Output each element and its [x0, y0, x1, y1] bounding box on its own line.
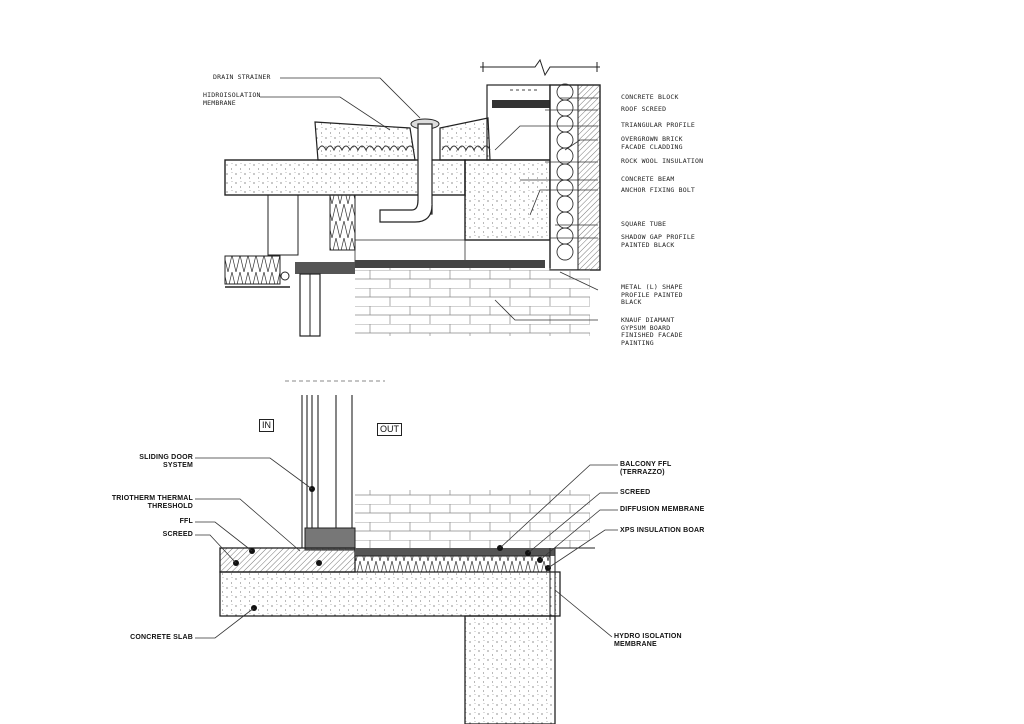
in-marker: IN	[259, 419, 274, 432]
label-screed-left: Screed	[162, 531, 193, 538]
label-concrete-beam: Concrete beam	[621, 175, 675, 183]
label-roof-screed: Roof screed	[621, 105, 667, 113]
label-shadow-gap-profile: Shadow gap profile painted black	[621, 233, 696, 249]
label-sliding-door-system: Sliding door system	[139, 454, 193, 469]
label-triotherm-threshold: Triotherm thermal threshold	[111, 495, 193, 510]
label-rock-wool-insulation: Rock wool insulation	[621, 157, 704, 165]
label-square-tube: Square tube	[621, 220, 667, 228]
label-diffusion-membrane: Diffusion membrane	[620, 506, 705, 513]
threshold-detail	[195, 395, 618, 724]
label-drain-strainer: Drain strainer	[213, 73, 271, 81]
label-anchor-fixing-bolt: Anchor fixing bolt	[621, 186, 696, 194]
label-concrete-slab: Concrete slab	[130, 634, 193, 641]
label-balcony-ffl: Balcony FFL (Terrazzo)	[620, 461, 672, 476]
label-xps-insulation: XPS insulation boar	[620, 527, 705, 534]
label-screed-right: Screed	[620, 489, 651, 496]
label-metal-l-profile: Metal (L) shape profile painted black	[621, 283, 683, 306]
label-hydro-isolation-membrane: Hydro isolation membrane	[614, 633, 682, 648]
label-triangular-profile: Triangular profile	[621, 121, 696, 129]
label-concrete-block: Concrete block	[621, 93, 679, 101]
label-hidroisolation-membrane: Hidroisolation membrane	[203, 91, 261, 107]
out-marker: OUT	[377, 423, 402, 436]
label-brick-facade-cladding: Overgrown brick facade cladding	[621, 135, 683, 151]
label-knauf-gypsum-board: Knauf diamant gypsum board finished faca…	[621, 316, 683, 347]
label-ffl: FFL	[179, 518, 193, 525]
roof-detail	[224, 58, 601, 382]
